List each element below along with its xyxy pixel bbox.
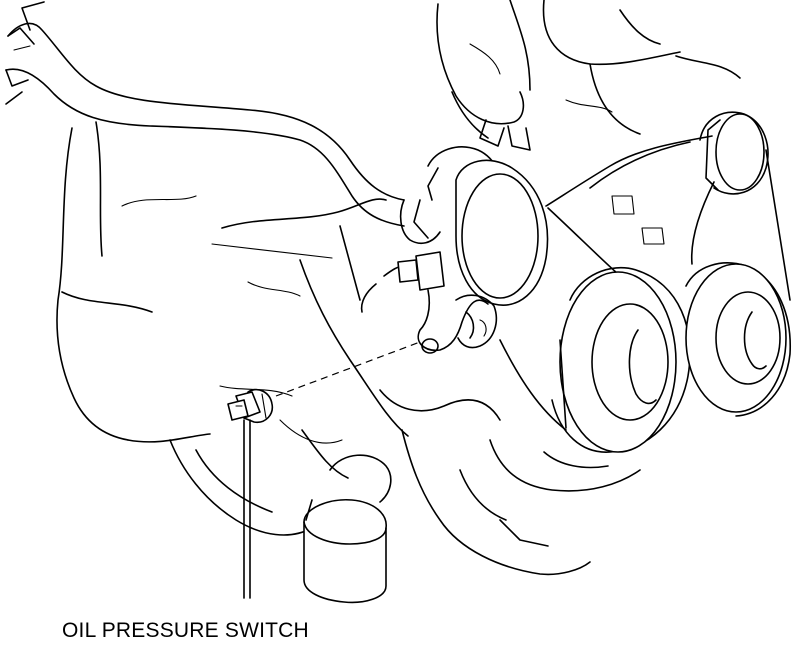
drain-cylinder	[303, 454, 392, 604]
coolant-pipe	[5, 1, 405, 227]
crank-pulley	[551, 266, 691, 453]
oil-pressure-switch-part	[227, 388, 274, 424]
install-guide-line	[275, 341, 421, 397]
top-cover	[436, 0, 741, 151]
oil-pressure-switch-label: OIL PRESSURE SWITCH	[62, 619, 309, 642]
sensor-with-harness	[360, 251, 498, 354]
drive-belt	[499, 135, 791, 431]
idler-pulley	[699, 111, 769, 195]
engine-block	[56, 121, 409, 536]
pump-pulley	[399, 146, 665, 306]
alternator-pulley	[685, 262, 791, 417]
callout-leader	[243, 419, 251, 599]
lower-housing	[379, 389, 641, 576]
